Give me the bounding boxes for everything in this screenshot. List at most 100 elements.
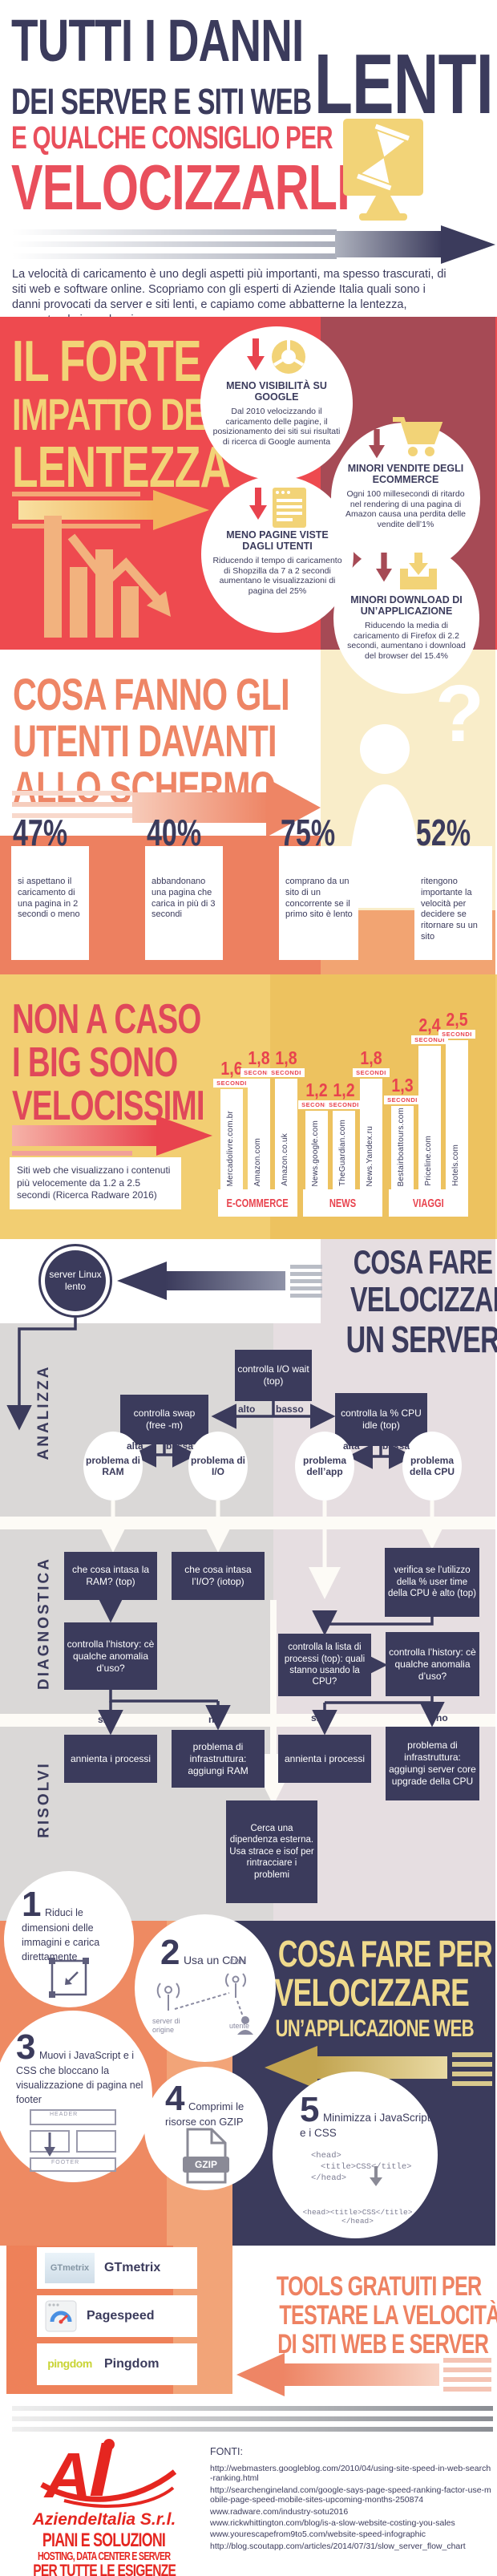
source-url: http://blog.scoutapp.com/articles/2014/0…: [210, 2541, 466, 2551]
flow-branch-label-si: sì: [98, 1714, 107, 1725]
header-section: TUTTI I DANNI LENTI DEI SERVER E SITI WE…: [0, 0, 497, 326]
divider-line: [12, 2416, 493, 2421]
flow-node-e_hist2: controlla l’history: cè qualche anomalia…: [386, 1632, 479, 1696]
wireframe-header-label: HEADER: [50, 2112, 79, 2117]
impact-item-ecommerce: MINORI VENDITE DEGLI ECOMMERCE Ogni 100 …: [331, 417, 480, 573]
impact-item-title: MINORI DOWNLOAD DI UN’APPLICAZIONE: [350, 594, 463, 618]
stat-text: abbandonano una pagina che carica in più…: [152, 877, 216, 920]
footer-section: A AziendeItalia S.r.l. PIANI E SOLUZIONI…: [0, 2438, 497, 2576]
footer-tagline-1: PIANI E SOLUZIONI: [42, 2529, 166, 2551]
main-title-line2: DEI SERVER E SITI WEB: [11, 81, 312, 122]
impact-item-text: Riducendo il tempo di caricamento di Sho…: [212, 555, 342, 597]
pagespeed-logo: [45, 2300, 77, 2332]
step-number: 4: [165, 2079, 185, 2118]
chart-bar: Hotels.com: [446, 1040, 468, 1189]
code-line: <head>: [311, 2150, 341, 2161]
main-title-line1: TUTTI I DANNI: [11, 7, 304, 74]
server-left-arrow: [117, 1262, 322, 1300]
flow-node-f_cpu: problema di infrastruttura: aggiungi ser…: [386, 1727, 479, 1800]
flow-node-app_problem: problema dell’app: [295, 1432, 354, 1501]
cart-icon: [392, 417, 442, 456]
source-url: www.yourescapefrom9to5.com/website-speed…: [210, 2529, 426, 2540]
users-title-line1: COSA FANNO GLI: [13, 669, 290, 719]
subtitle-line1: E QUALCHE CONSIGLIO PER: [11, 120, 333, 156]
stat-text: comprano da un sito di un concorrente se…: [285, 877, 353, 920]
tool-name: Pingdom: [104, 2357, 160, 2371]
flow-node-f_kill1: annienta i processi: [64, 1735, 157, 1783]
stat-text: ritengono importante la velocità per dec…: [421, 877, 478, 942]
chart-group-label: NEWS: [303, 1189, 382, 1217]
down-arrow-icon: [370, 2166, 382, 2186]
question-mark-icon: ?: [434, 669, 484, 759]
impact-item-title: MENO VISIBILITÀ SU GOOGLE: [226, 380, 327, 403]
chart-bar: TheGuardian.com: [333, 1111, 355, 1189]
chart-bar: Amazon.co.uk: [275, 1079, 297, 1189]
gzip-file-icon: [183, 2128, 229, 2184]
users-arrow: [12, 778, 321, 837]
flow-title-bg: [321, 1239, 495, 1323]
impact-item-text: Riducendo la media di caricamento di Fir…: [347, 620, 466, 662]
server-start-label: server Linux lento: [45, 1250, 106, 1311]
step-number: 2: [160, 1933, 180, 1972]
step-text: Comprimi le risorse con GZIP: [165, 2100, 244, 2128]
server-title-line2: VELOCIZZARE: [350, 1280, 497, 1319]
bigs-title-line1: NON A CASO: [12, 996, 201, 1043]
divider-line: [12, 2427, 493, 2432]
server-start-node: server Linux lento: [38, 1244, 112, 1318]
layout-wireframe-icon: [30, 2109, 116, 2172]
chart-bar: Priceline.com: [418, 1046, 441, 1189]
source-url: http://webmasters.googleblog.com/2010/04…: [210, 2464, 491, 2484]
webapp-left-arrow: [265, 2046, 492, 2089]
step-text: Riduci le dimensioni delle immagini e ca…: [22, 1907, 100, 1962]
webapp-step-4: 4 Comprimi le risorse con GZIP GZIP: [144, 2067, 268, 2190]
flow-node-g_dep: Cerca una dipendenza esterna. Usa strace…: [226, 1800, 317, 1903]
flow-node-d_ram: che cosa intasa la RAM? (top): [64, 1552, 157, 1600]
step-number: 1: [22, 1885, 42, 1924]
users-section: ? COSA FANNO GLI UTENTI DAVANTI ALLO SCH…: [0, 650, 497, 974]
impact-item-text: Dal 2010 velocizzando il caricamento del…: [212, 406, 341, 448]
flow-branch-label-no: no: [436, 1712, 448, 1723]
chart-bar: Mercadolivre.com.br: [220, 1089, 243, 1189]
footer-tagline-3: PER TUTTE LE ESIGENZE: [33, 2562, 176, 2576]
source-url: http://searchengineland.com/google-says-…: [210, 2485, 491, 2505]
impact-item-title: MENO PAGINE VISTE DAGLI UTENTI: [226, 529, 329, 553]
declining-chart-icon: [44, 516, 171, 638]
server-title-line1: COSA FARE PER: [353, 1243, 497, 1281]
impact-item-google: MENO VISIBILITÀ SU GOOGLE Dal 2010 veloc…: [200, 326, 353, 480]
tool-pagespeed: Pagespeed: [37, 2295, 197, 2337]
step-number: 5: [300, 2090, 320, 2129]
step-text: Muovi i JavaScript e i CSS che bloccano …: [16, 2050, 143, 2105]
divider-line: [12, 2406, 493, 2411]
gtmetrix-logo: GTmetrix: [45, 2253, 95, 2283]
bigs-title-line3: VELOCISSIMI: [12, 1083, 205, 1129]
flow-connectors: [6, 1318, 448, 1805]
impact-section: IL FORTE IMPATTO DELLA LENTEZZA: [0, 317, 497, 694]
step-text: Minimizza i JavaScript e i CSS: [300, 2112, 430, 2139]
tools-section: GTmetrix GTmetrix Pagespeed pingdom Ping…: [0, 2246, 497, 2438]
webapp-title-line1: COSA FARE PER: [277, 1933, 493, 1975]
sources-label: FONTI:: [210, 2446, 243, 2457]
flow-node-f_ram: problema di infrastruttura: aggiungi RAM: [172, 1730, 265, 1788]
stat-value: 75%: [281, 812, 336, 853]
sources-list: http://webmasters.googleblog.com/2010/04…: [210, 2464, 492, 2553]
source-url: www.radware.com/industry-sotu2016: [210, 2506, 349, 2517]
flow-branch-label-alto: alto: [238, 1403, 256, 1415]
flow-node-io_problem: problema di I/O: [188, 1432, 248, 1501]
download-icon: [399, 553, 437, 589]
impact-item-download: MINORI DOWNLOAD DI UN’APPLICAZIONE Riduc…: [333, 543, 479, 694]
tool-pingdom: pingdom Pingdom: [37, 2343, 197, 2385]
tools-left-arrow: [236, 2353, 491, 2396]
stat-text: si aspettano il caricamento di una pagin…: [18, 877, 80, 920]
slow-monitor-hourglass-icon: [343, 119, 423, 221]
stat-card: comprano da un sito di un concorrente se…: [279, 846, 358, 960]
flow-zone-diagnostica: DIAGNOSTICA: [35, 1557, 53, 1690]
flow-node-cpu_idle: controlla la % CPU idle (top): [335, 1393, 427, 1446]
impact-arrow: [12, 490, 209, 530]
stat-value: 52%: [416, 812, 471, 853]
